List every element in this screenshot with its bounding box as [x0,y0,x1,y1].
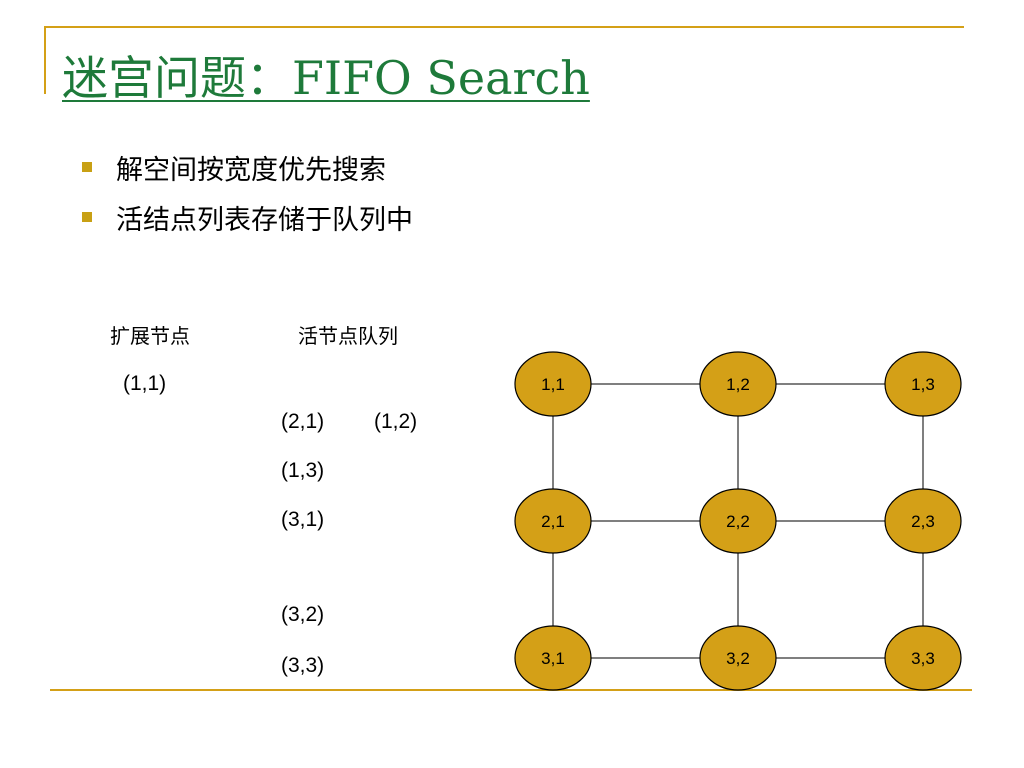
expanded-node-header: 扩展节点 [110,324,190,348]
bullet-list: 解空间按宽度优先搜索 活结点列表存储于队列中 [82,142,413,242]
queue-cell: (2,1) [281,410,325,433]
expanded-node-cell: (1,1) [123,372,167,395]
graph-node-label: 1,3 [911,375,935,394]
graph-node [514,625,592,691]
bullet-text: 解空间按宽度优先搜索 [116,154,386,186]
queue-cell: (1,2) [374,410,418,433]
graph-node-label: 3,3 [911,649,935,668]
bullet-item: 活结点列表存储于队列中 [82,192,413,242]
queue-cell: (1,3) [281,459,325,482]
graph-node-label: 1,2 [726,375,750,394]
graph-node-label: 3,1 [541,649,565,668]
bottom-accent-line [50,689,972,691]
graph-node [884,488,962,554]
graph-node-label: 1,1 [541,375,565,394]
graph-node [699,488,777,554]
queue-cell: (3,2) [281,603,325,626]
top-accent-line [44,26,964,28]
square-bullet-icon [82,212,92,222]
bullet-item: 解空间按宽度优先搜索 [82,142,413,192]
graph-node-label: 2,2 [726,512,750,531]
graph-node [514,488,592,554]
slide-title: 迷宫问题：FIFO Search [62,51,590,105]
square-bullet-icon [82,162,92,172]
graph-node-label: 3,2 [726,649,750,668]
queue-cell: (3,1) [281,508,325,531]
graph-node [699,351,777,417]
graph-node-label: 2,3 [911,512,935,531]
graph-node [699,625,777,691]
graph-node [884,625,962,691]
queue-cell: (3,3) [281,654,325,677]
bullet-text: 活结点列表存储于队列中 [116,204,413,236]
graph-node-label: 2,1 [541,512,565,531]
graph-node [514,351,592,417]
live-node-queue-header: 活节点队列 [298,324,398,348]
left-accent-line [44,26,46,94]
graph-node [884,351,962,417]
